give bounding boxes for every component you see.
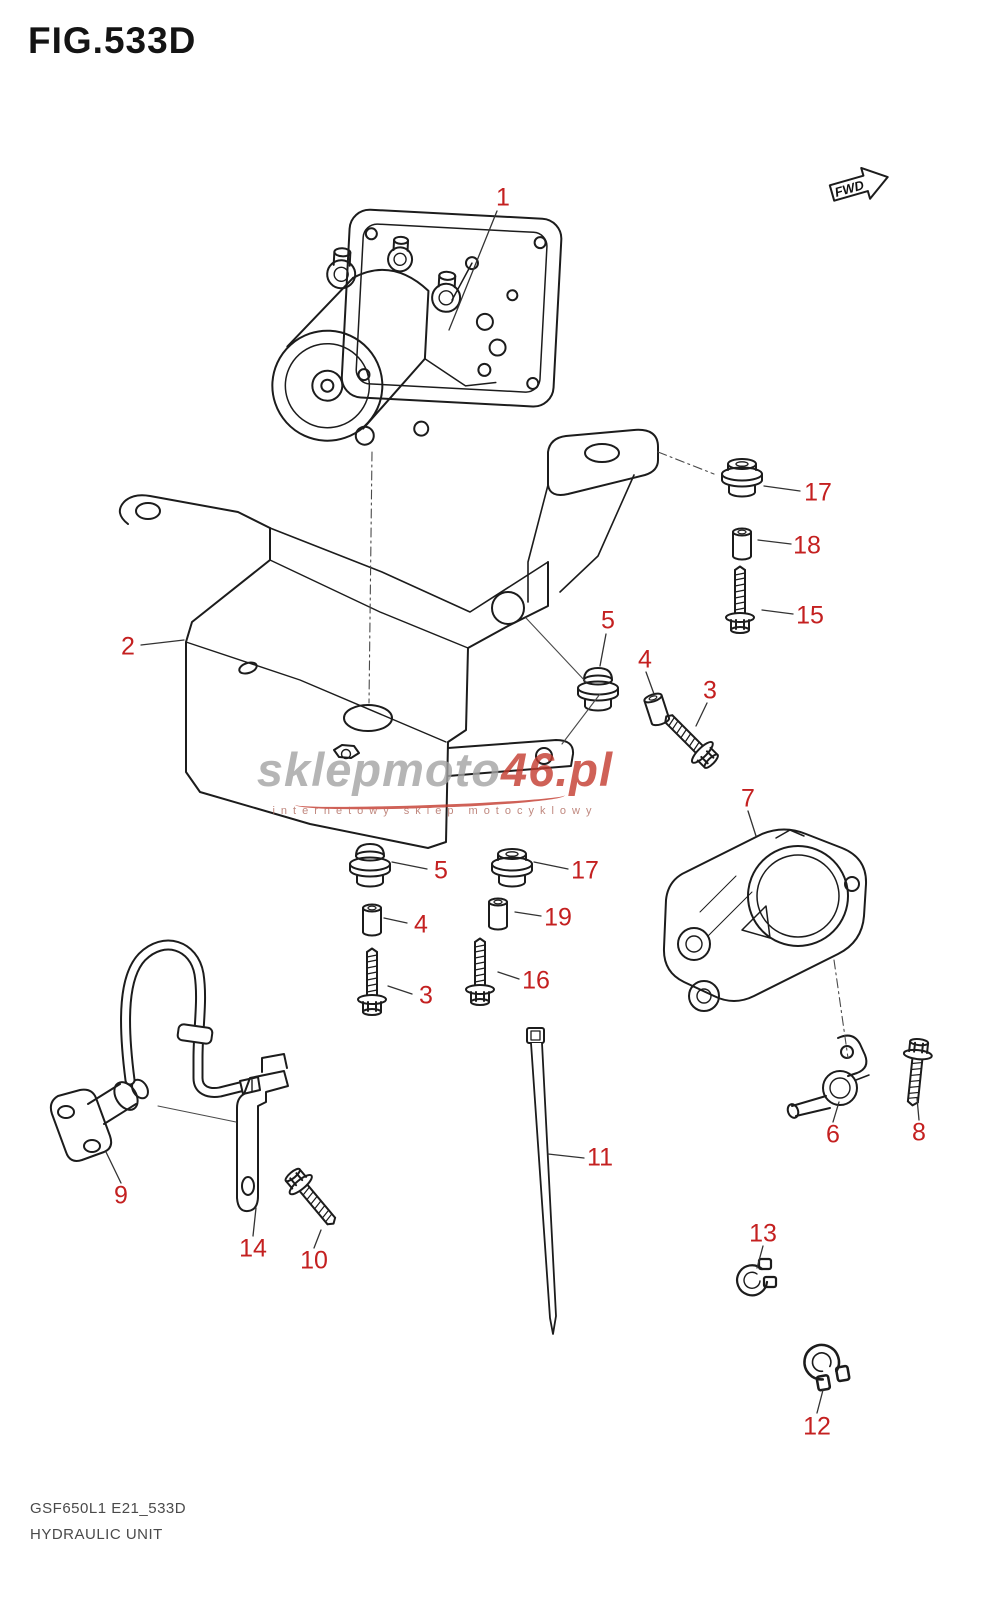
callout-7: 7	[741, 784, 755, 813]
bracket-14-drawing	[236, 1053, 289, 1213]
callout-2: 2	[121, 632, 135, 661]
bolt-3-bottom	[357, 947, 387, 1016]
callout-4-right: 4	[638, 645, 652, 674]
clip-12	[800, 1339, 852, 1394]
callout-8: 8	[912, 1118, 926, 1147]
callout-18: 18	[793, 531, 821, 560]
fastener-stack-top-right	[721, 458, 763, 634]
grommet-5-right	[577, 667, 619, 712]
bolt-8	[897, 1036, 935, 1108]
spacer-18	[732, 527, 752, 561]
grommet-5-bottom	[349, 843, 391, 888]
bolt-15	[725, 565, 755, 634]
model-code: GSF650L1 E21_533D	[30, 1500, 187, 1517]
collar-4-bottom	[362, 903, 382, 937]
callout-15: 15	[796, 601, 824, 630]
sensor-drawing	[49, 939, 261, 1162]
bolt-3-right	[655, 705, 725, 775]
cable-tie-drawing	[526, 1027, 557, 1335]
callout-1: 1	[496, 183, 510, 212]
callout-6: 6	[826, 1120, 840, 1149]
fwd-arrow: FWD	[828, 166, 889, 202]
bolt-10	[279, 1162, 346, 1234]
callout-9: 9	[114, 1181, 128, 1210]
clip-13	[736, 1257, 778, 1297]
alignment-lines	[157, 451, 849, 1123]
grommet-17-bottom	[491, 848, 533, 888]
rotor-cover-drawing	[662, 828, 868, 1012]
callout-3-right: 3	[703, 676, 717, 705]
callout-11: 11	[587, 1143, 613, 1172]
mounting-bracket-drawing	[118, 494, 575, 849]
callout-3-bottom: 3	[419, 981, 433, 1010]
callout-19: 19	[544, 903, 572, 932]
clamp-6-drawing	[786, 1034, 870, 1119]
figure-title: FIG.533D	[28, 20, 197, 61]
mounting-arm-drawing	[527, 428, 659, 603]
fastener-stack-bottom-left	[349, 843, 391, 1016]
callout-13: 13	[749, 1219, 777, 1248]
callout-5-right: 5	[601, 606, 615, 635]
grommet-17-top	[721, 458, 763, 498]
collar-19	[488, 897, 508, 931]
callout-14: 14	[239, 1234, 267, 1263]
bolt-16	[465, 937, 495, 1006]
figure-name: HYDRAULIC UNIT	[30, 1525, 163, 1543]
callout-5-bottom: 5	[434, 856, 448, 885]
callout-17-bottom: 17	[571, 856, 599, 885]
callout-10: 10	[300, 1246, 328, 1275]
leader-lines	[105, 210, 920, 1414]
callout-4-bottom: 4	[414, 910, 428, 939]
callout-16: 16	[522, 966, 550, 995]
footer: GSF650L1 E21_533D HYDRAULIC UNIT	[30, 1496, 186, 1547]
abs-unit-drawing	[271, 208, 563, 446]
callout-12: 12	[803, 1412, 831, 1441]
callout-17-top: 17	[804, 478, 832, 507]
